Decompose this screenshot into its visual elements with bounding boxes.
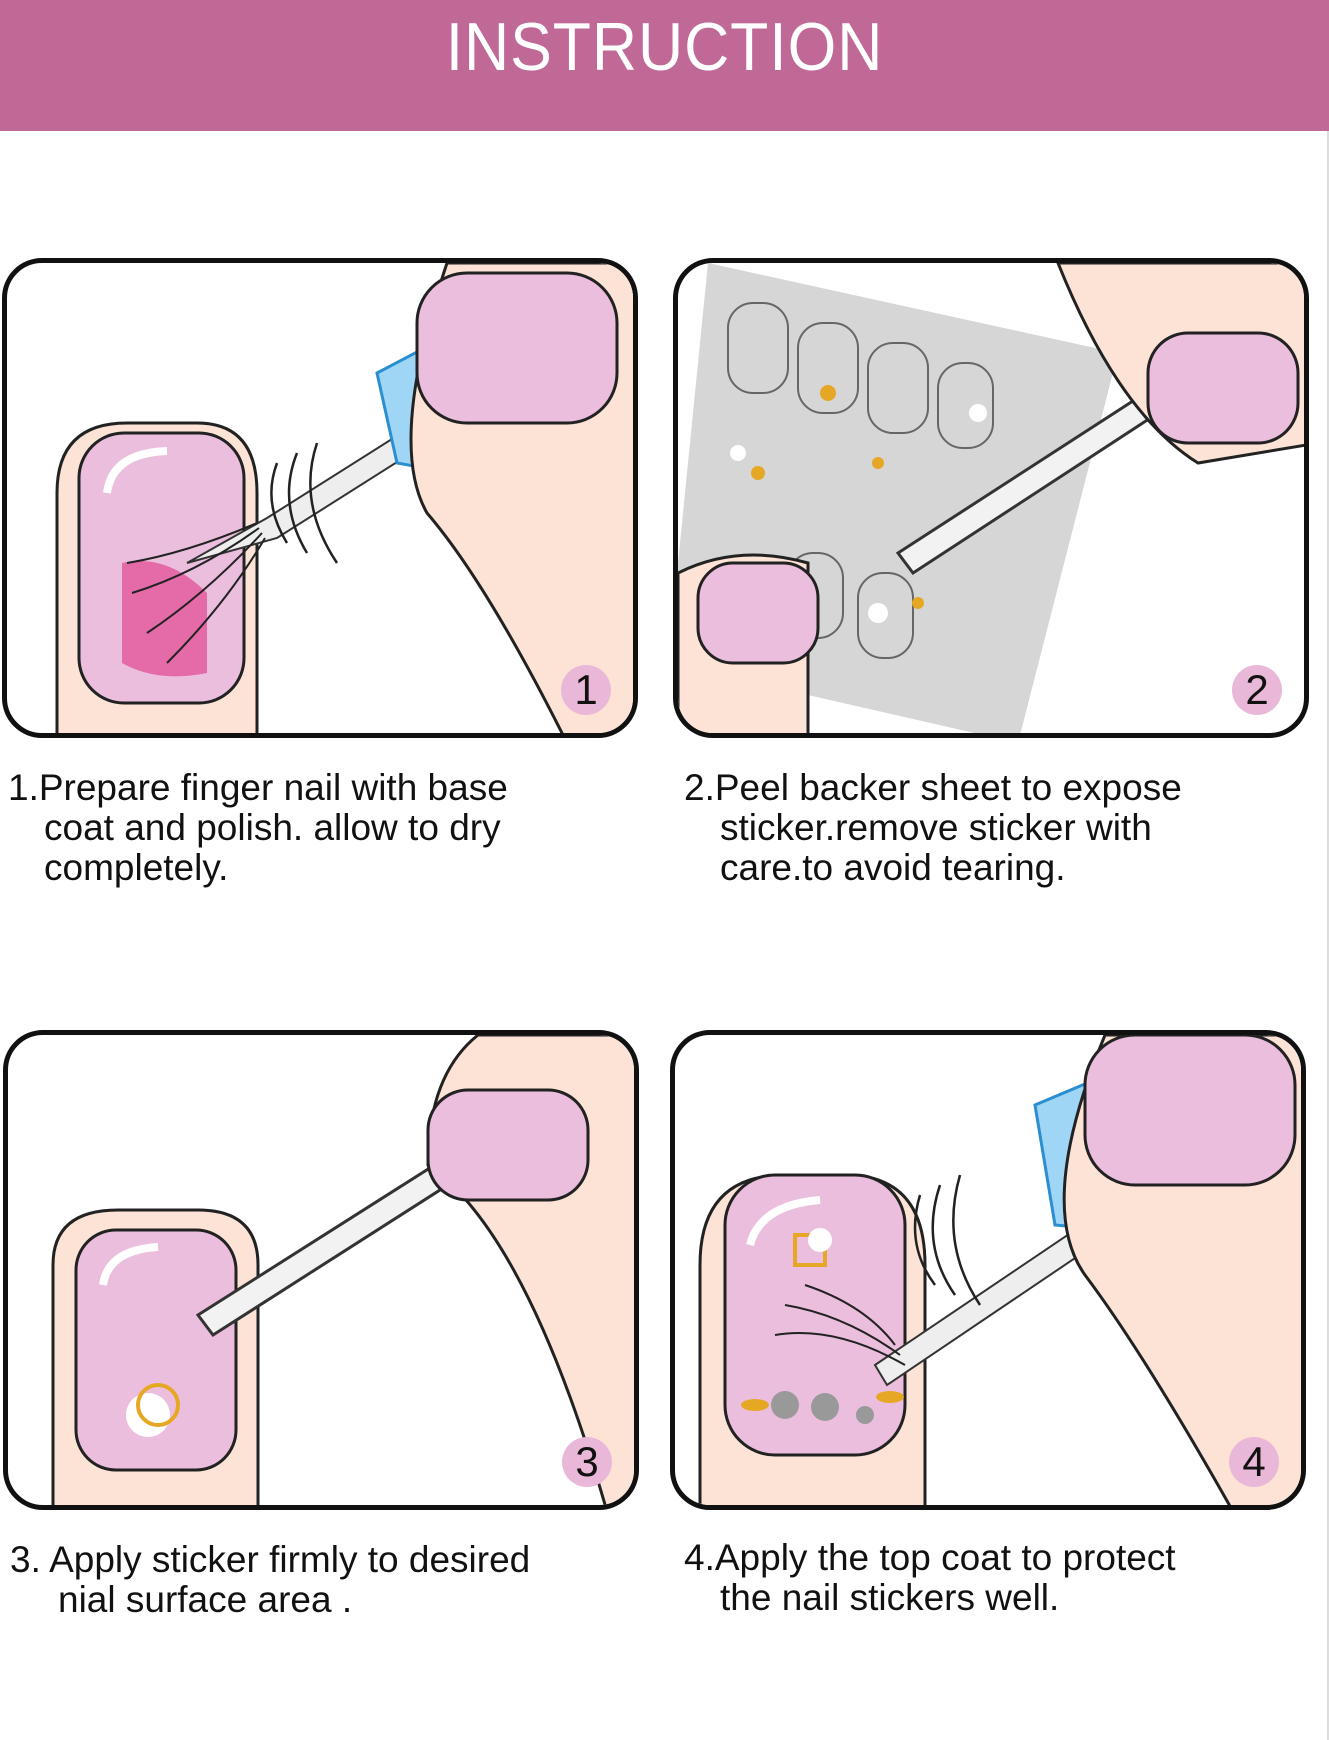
caption-line: coat and polish. allow to dry — [44, 807, 501, 848]
step-4-caption: 4.Apply the top coat to protect the nail… — [684, 1538, 1176, 1618]
page-title: INSTRUCTION — [445, 9, 884, 85]
step-1-caption: 1.Prepare finger nail with base coat and… — [8, 768, 508, 888]
step-2-illustration: 2 — [673, 258, 1309, 738]
sticker-sheet-illustration — [678, 263, 1304, 733]
caption-line: 2.Peel backer sheet to expose — [684, 767, 1182, 808]
step-1-illustration: 1 — [2, 258, 638, 738]
page-border — [1327, 131, 1329, 1740]
top-coat-illustration — [698, 1035, 1301, 1505]
caption-line: the nail stickers well. — [720, 1577, 1060, 1618]
nail-polish-illustration — [55, 263, 633, 733]
step-number-badge: 3 — [562, 1437, 612, 1487]
step-4-illustration: 4 — [670, 1030, 1306, 1510]
step-number-badge: 2 — [1232, 665, 1282, 715]
caption-line: 4.Apply the top coat to protect — [684, 1537, 1176, 1578]
step-3-caption: 3. Apply sticker firmly to desired nial … — [10, 1540, 530, 1620]
caption-line: care.to avoid tearing. — [720, 847, 1066, 888]
header-banner: INSTRUCTION — [0, 0, 1329, 131]
step-2-caption: 2.Peel backer sheet to expose sticker.re… — [684, 768, 1182, 888]
apply-sticker-illustration — [51, 1035, 634, 1505]
caption-line: 3. Apply sticker firmly to desired — [10, 1539, 531, 1580]
step-number-badge: 1 — [561, 665, 611, 715]
caption-line: completely. — [44, 847, 229, 888]
step-3-illustration: 3 — [3, 1030, 639, 1510]
caption-line: 1.Prepare finger nail with base — [8, 767, 508, 808]
step-number-badge: 4 — [1229, 1437, 1279, 1487]
caption-line: nial surface area . — [58, 1579, 353, 1620]
caption-line: sticker.remove sticker with — [720, 807, 1152, 848]
